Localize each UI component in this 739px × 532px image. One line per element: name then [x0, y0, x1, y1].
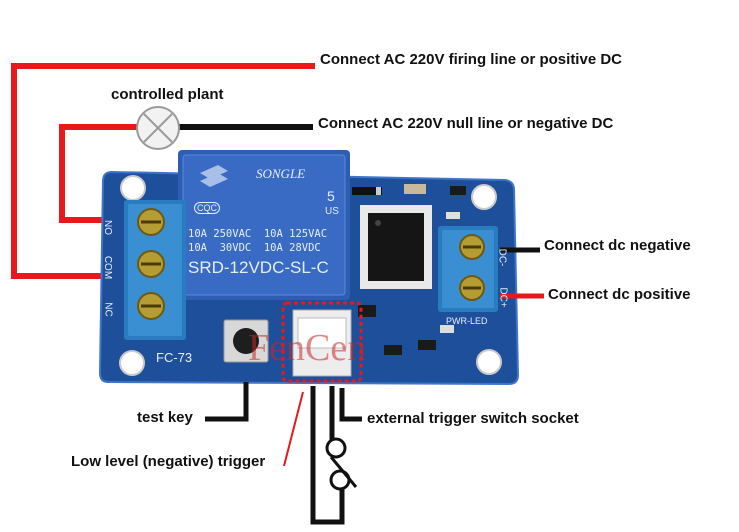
red-wire-lamp [59, 124, 138, 223]
label-controlled-plant: controlled plant [111, 86, 224, 103]
relay-brand: SONGLE [256, 166, 306, 181]
terminal-label-no: NO [102, 220, 113, 235]
relay-spec-line-2: 10A 30VDC 10A 28VDC [188, 242, 321, 254]
relay-us: US [325, 206, 339, 217]
dc-terminal-block [438, 226, 498, 312]
socket-pointer [339, 388, 362, 422]
test-key-button [223, 319, 269, 363]
terminal-label-com: COM [102, 255, 114, 280]
small-components [352, 184, 466, 355]
relay-component [178, 150, 350, 300]
external-switch-circuit [310, 386, 358, 525]
low-level-pointer [283, 391, 304, 467]
label-dc-positive: Connect dc positive [548, 286, 691, 303]
lamp-icon [136, 106, 180, 150]
board-model: FC-73 [156, 350, 193, 365]
terminal-label-dc-minus: DC- [496, 248, 508, 267]
label-test-key: test key [137, 409, 193, 426]
label-trigger-socket: external trigger switch socket [367, 410, 579, 427]
relay-cqc: CQC [194, 202, 220, 214]
terminal-label-nc: NC [102, 302, 114, 317]
red-wire-firing-line [11, 63, 315, 279]
test-key-pointer [205, 382, 249, 422]
watermark: FenCen [248, 327, 367, 369]
terminal-label-dc-plus: DC+ [497, 287, 509, 308]
main-terminal-block [124, 200, 186, 340]
ic-chip [360, 205, 432, 289]
relay-spec-line-1: 10A 250VAC 10A 125VAC [188, 228, 328, 240]
relay-number: 5 [327, 188, 335, 204]
relay-model: SRD-12VDC-SL-C [188, 258, 329, 277]
pwr-led-label: PWR-LED [446, 316, 488, 326]
label-firing-line: Connect AC 220V firing line or positive … [320, 51, 622, 68]
label-dc-negative: Connect dc negative [544, 237, 691, 254]
label-null-line: Connect AC 220V null line or negative DC [318, 115, 614, 132]
trigger-socket [281, 301, 363, 383]
label-low-level-trigger: Low level (negative) trigger [71, 453, 266, 470]
